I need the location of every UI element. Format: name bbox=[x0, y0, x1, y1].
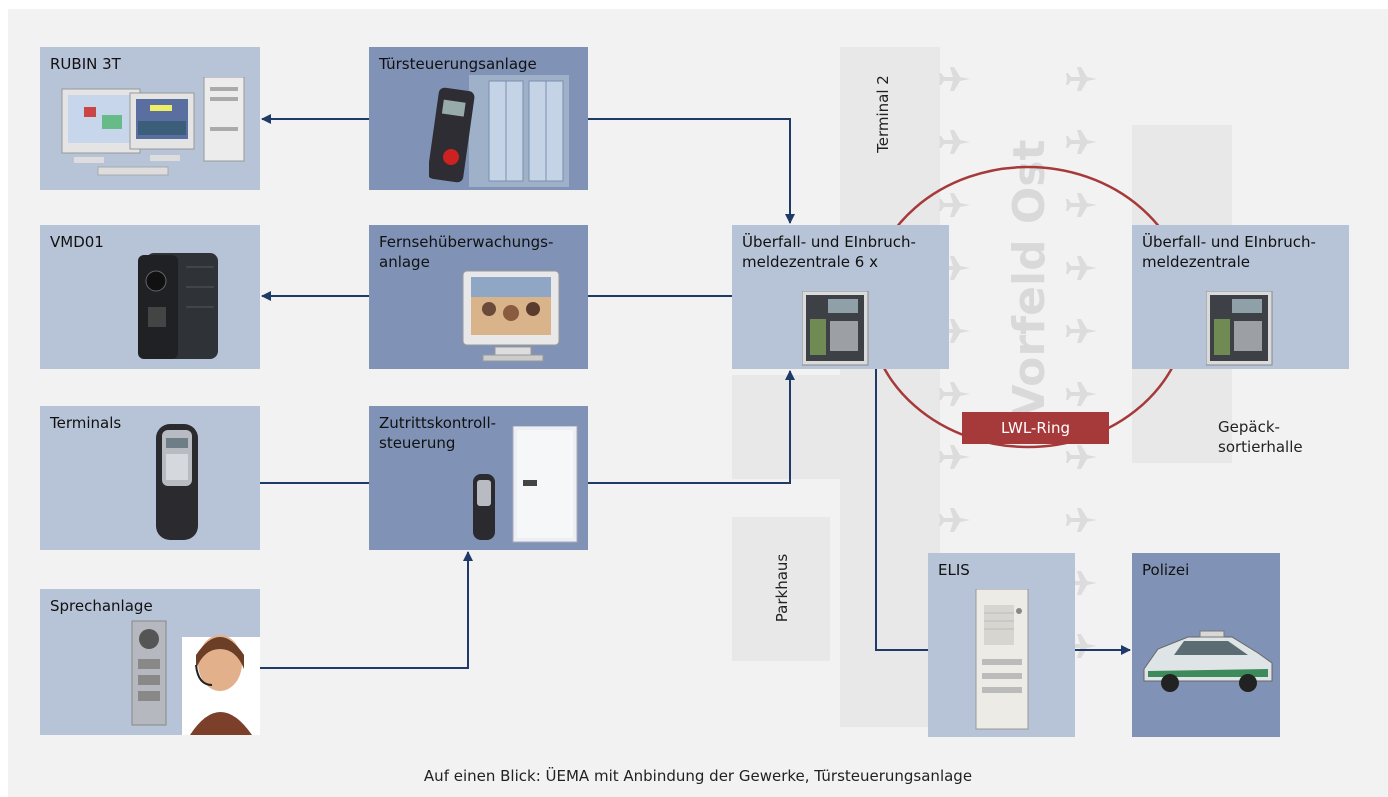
rubin-label: RUBIN 3T bbox=[50, 55, 121, 73]
parkhaus-building bbox=[732, 517, 830, 661]
cctv-monitor-illustration bbox=[462, 270, 560, 362]
alarm-panel-illustration bbox=[1206, 291, 1273, 366]
polizei-label: Polizei bbox=[1142, 561, 1190, 579]
vmd01-illustration bbox=[138, 253, 218, 359]
airplane-icon bbox=[939, 67, 970, 91]
sprechanlage-box: Sprechanlage bbox=[40, 589, 260, 735]
polizei-box: Polizei bbox=[1132, 553, 1280, 737]
gepaeck-label-line2: sortierhalle bbox=[1218, 438, 1303, 456]
workstation-illustration bbox=[61, 77, 245, 176]
zutritt-box: Zutrittskontroll- steuerung bbox=[369, 406, 588, 550]
airplane-icon bbox=[1066, 445, 1097, 469]
arrow-sprech-to-zutritt bbox=[260, 551, 473, 669]
airplane-icon bbox=[1066, 319, 1097, 343]
fernseh-label-line2: anlage bbox=[379, 253, 430, 271]
tuersteuerung-box: Türsteuerungsanlage bbox=[369, 47, 588, 190]
terminals-label: Terminals bbox=[50, 414, 122, 432]
airplane-icon bbox=[1066, 130, 1097, 154]
diagram-caption: Auf einen Blick: ÜEMA mit Anbindung der … bbox=[423, 767, 973, 785]
parkhaus-label: Parkhaus bbox=[773, 553, 792, 623]
tuersteuerung-label: Türsteuerungsanlage bbox=[379, 55, 537, 73]
terminals-box: Terminals bbox=[40, 406, 260, 550]
lwl-ring-label: LWL-Ring bbox=[962, 412, 1109, 444]
uema-main-box: Überfall- und EInbruch- meldezentrale 6 … bbox=[732, 225, 949, 369]
door-control-illustration bbox=[429, 75, 569, 187]
police-car-illustration bbox=[1143, 630, 1273, 692]
uema-right-label-line2: meldezentrale bbox=[1142, 253, 1251, 271]
airplane-icon bbox=[939, 508, 970, 532]
airplane-icon bbox=[1066, 193, 1097, 217]
elis-label: ELIS bbox=[938, 561, 970, 579]
vmd01-box: VMD01 bbox=[40, 225, 260, 369]
airplane-icon bbox=[1066, 382, 1097, 406]
airplane-icon bbox=[939, 130, 970, 154]
diagram-canvas: Vorfeld Ost RUBIN 3T Türsteuerungsanlage bbox=[8, 9, 1388, 797]
connector-lines bbox=[260, 114, 1131, 669]
alarm-panel-illustration bbox=[802, 291, 869, 366]
gepaeck-label: Gepäck- sortierhalle bbox=[1218, 417, 1303, 457]
airplane-icon bbox=[1066, 571, 1097, 595]
airplane-icon bbox=[939, 256, 970, 280]
zutritt-label-line2: steuerung bbox=[379, 434, 456, 452]
gepaeck-label-line1: Gepäck- bbox=[1218, 418, 1280, 436]
terminal2-building bbox=[840, 47, 940, 727]
terminal-reader-illustration bbox=[156, 424, 198, 540]
uema-main-label-line1: Überfall- und EInbruch- bbox=[742, 233, 916, 251]
airplane-icon bbox=[1066, 256, 1097, 280]
elis-box: ELIS bbox=[928, 553, 1075, 737]
airplane-icon bbox=[1066, 508, 1097, 532]
airplane-icon bbox=[939, 319, 970, 343]
uema-main-label-line2: meldezentrale 6 x bbox=[742, 253, 878, 271]
zutritt-label-line1: Zutrittskontroll- bbox=[379, 414, 497, 432]
rubin-box: RUBIN 3T bbox=[40, 47, 260, 190]
uema-right-label-line1: Überfall- und EInbruch- bbox=[1142, 233, 1316, 251]
arrow-zutritt-to-uema bbox=[588, 370, 795, 484]
airplane-icon bbox=[1066, 634, 1097, 658]
vorfeld-label: Vorfeld Ost bbox=[1004, 139, 1055, 418]
fernseh-box: Fernsehüberwachungs- anlage bbox=[369, 225, 588, 369]
line-uema-to-elis bbox=[875, 369, 928, 651]
uema-right-box: Überfall- und EInbruch- meldezentrale bbox=[1132, 225, 1349, 369]
access-door-illustration bbox=[473, 426, 578, 543]
sprechanlage-label: Sprechanlage bbox=[50, 597, 153, 615]
fernseh-label-line1: Fernsehüberwachungs- bbox=[379, 233, 554, 251]
airport-map: Vorfeld Ost bbox=[732, 47, 1232, 727]
intercom-illustration bbox=[131, 620, 260, 735]
airplane-icon bbox=[939, 193, 970, 217]
elis-server-illustration bbox=[975, 589, 1029, 730]
arrow-tuer-to-uema bbox=[588, 118, 795, 224]
airplane-icon bbox=[939, 445, 970, 469]
airplane-icon bbox=[1066, 67, 1097, 91]
airplane-icon bbox=[939, 382, 970, 406]
vmd01-label: VMD01 bbox=[50, 233, 104, 251]
terminal2-label: Terminal 2 bbox=[873, 75, 892, 153]
